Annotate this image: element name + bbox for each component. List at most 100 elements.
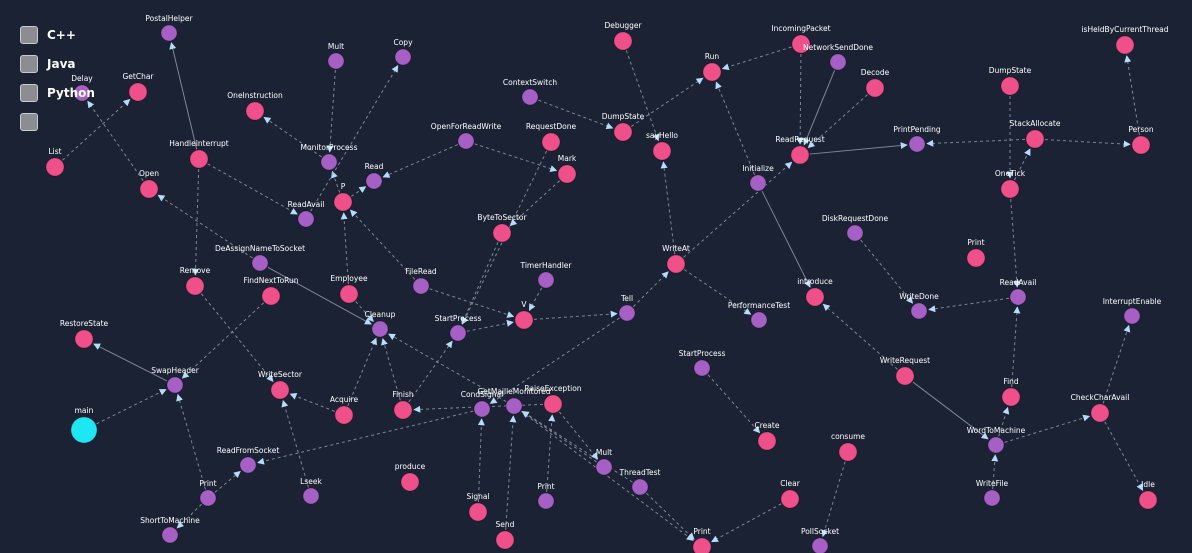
node-run[interactable]: Run	[702, 52, 722, 82]
node-postalhelper[interactable]: PostalHelper	[145, 14, 193, 42]
node-circle-p[interactable]	[333, 192, 353, 212]
node-stackallocate[interactable]: StackAllocate	[1010, 119, 1061, 149]
node-signal[interactable]: Signal	[466, 492, 490, 522]
node-circle-initialize[interactable]	[749, 174, 767, 192]
node-writerequest[interactable]: WriteRequest	[880, 356, 930, 386]
node-circle-threadtest[interactable]	[631, 478, 649, 496]
node-writefile[interactable]: WriteFile	[976, 479, 1009, 507]
node-initialize[interactable]: Initialize	[742, 164, 774, 192]
node-deassignnametosocket[interactable]: DeAssignNameToSocket	[215, 244, 305, 272]
node-cleanup[interactable]: Cleanup	[365, 310, 396, 338]
node-circle-dumpstate2[interactable]	[1000, 76, 1020, 96]
node-sayhello[interactable]: sayHello	[646, 131, 678, 161]
node-circle-person[interactable]	[1131, 135, 1151, 155]
node-circle-run[interactable]	[702, 62, 722, 82]
node-circle-writesector[interactable]	[270, 380, 290, 400]
node-circle-shorttomachine[interactable]	[161, 526, 179, 544]
legend-item-other[interactable]	[20, 107, 95, 136]
node-circle-writefile[interactable]	[983, 489, 1001, 507]
node-circle-delay[interactable]	[73, 84, 91, 102]
node-circle-pollsocket[interactable]	[811, 537, 829, 553]
node-circle-mult1[interactable]	[327, 52, 345, 70]
checkbox-python[interactable]	[20, 83, 38, 102]
node-handleinterrupt[interactable]: HandleInterrupt	[169, 139, 229, 169]
node-monitorprocess[interactable]: MonitorProcess	[301, 143, 358, 171]
node-wordtomachine[interactable]: WordToMachine	[967, 426, 1026, 454]
node-circle-requestdone[interactable]	[541, 132, 561, 152]
node-circle-mult2[interactable]	[595, 458, 613, 476]
node-circle-startprocess1[interactable]	[449, 324, 467, 342]
node-circle-tell[interactable]	[618, 304, 636, 322]
checkbox-java[interactable]	[20, 54, 38, 73]
node-mark[interactable]: Mark	[557, 154, 577, 184]
node-circle-dumpstate1[interactable]	[613, 122, 633, 142]
node-remove[interactable]: Remove	[180, 266, 211, 296]
node-person[interactable]: Person	[1128, 125, 1154, 155]
node-lseek[interactable]: Lseek	[300, 477, 322, 505]
node-mult2[interactable]: Mult	[595, 448, 613, 476]
legend-item-python[interactable]: Python	[20, 78, 95, 107]
node-circle-getmaillemonitored[interactable]	[505, 397, 523, 415]
node-circle-swapheader[interactable]	[166, 376, 184, 394]
node-circle-findnexttorun[interactable]	[261, 286, 281, 306]
node-diskrequestdone[interactable]: DiskRequestDone	[822, 214, 889, 242]
node-circle-sayhello[interactable]	[652, 141, 672, 161]
node-circle-introduce[interactable]	[805, 287, 825, 307]
node-circle-copy[interactable]	[394, 48, 412, 66]
node-circle-monitorprocess[interactable]	[320, 153, 338, 171]
node-print4[interactable]: Print	[692, 527, 712, 553]
node-circle-send[interactable]	[495, 530, 515, 550]
node-interruptenable[interactable]: InterruptEnable	[1103, 297, 1162, 325]
node-debugger[interactable]: Debugger	[604, 21, 642, 51]
node-circle-cleanup[interactable]	[371, 320, 389, 338]
node-requestdone[interactable]: RequestDone	[526, 122, 577, 152]
node-circle-wordtomachine[interactable]	[987, 436, 1005, 454]
node-circle-oneinstruction[interactable]	[245, 101, 265, 121]
node-circle-postalhelper[interactable]	[160, 24, 178, 42]
node-circle-finish[interactable]	[393, 400, 413, 420]
node-timerhandler[interactable]: TimerHandler	[520, 261, 573, 289]
node-circle-fileread[interactable]	[412, 277, 430, 295]
node-readavail1[interactable]: ReadAvail	[288, 200, 325, 228]
node-circle-interruptenable[interactable]	[1123, 307, 1141, 325]
node-employee[interactable]: Employee	[330, 274, 368, 304]
node-isheldbycurrentthread[interactable]: isHeldByCurrentThread	[1081, 25, 1169, 55]
node-circle-deassignnametosocket[interactable]	[251, 254, 269, 272]
node-circle-mark[interactable]	[557, 164, 577, 184]
node-condsignal[interactable]: CondSignal	[461, 390, 503, 418]
node-circle-writedone[interactable]	[910, 302, 928, 320]
node-circle-raiseexception[interactable]	[543, 394, 563, 414]
legend-item-cpp[interactable]: C++	[20, 20, 95, 49]
checkbox-cpp[interactable]	[20, 25, 38, 44]
node-circle-main[interactable]	[70, 416, 98, 444]
node-writesector[interactable]: WriteSector	[258, 370, 303, 400]
node-swapheader[interactable]: SwapHeader	[151, 366, 200, 394]
node-circle-startprocess2[interactable]	[693, 359, 711, 377]
node-decode[interactable]: Decode	[861, 68, 890, 98]
node-circle-lseek[interactable]	[302, 487, 320, 505]
node-circle-print1[interactable]	[966, 248, 986, 268]
node-send[interactable]: Send	[495, 520, 515, 550]
node-consume[interactable]: consume	[831, 432, 865, 462]
node-checkcharavail[interactable]: CheckCharAvail	[1071, 393, 1130, 423]
node-circle-employee[interactable]	[339, 284, 359, 304]
node-circle-writerequest[interactable]	[895, 366, 915, 386]
node-mult1[interactable]: Mult	[327, 42, 345, 70]
node-restorestate[interactable]: RestoreState	[60, 319, 109, 349]
node-circle-find[interactable]	[1001, 387, 1021, 407]
node-print2[interactable]: Print	[199, 479, 217, 507]
node-circle-remove[interactable]	[185, 276, 205, 296]
node-circle-bytetosector[interactable]	[492, 223, 512, 243]
node-circle-diskrequestdone[interactable]	[846, 224, 864, 242]
node-oneinstruction[interactable]: OneInstruction	[227, 91, 283, 121]
node-circle-produce[interactable]	[400, 472, 420, 492]
node-circle-isheldbycurrentthread[interactable]	[1115, 35, 1135, 55]
node-circle-print2[interactable]	[199, 489, 217, 507]
node-findnexttorun[interactable]: FindNextToRun	[243, 276, 299, 306]
node-circle-openforreadwrite[interactable]	[457, 132, 475, 150]
node-startprocess2[interactable]: StartProcess	[679, 349, 726, 377]
node-circle-readrequest[interactable]	[790, 145, 810, 165]
node-circle-print4[interactable]	[692, 537, 712, 553]
